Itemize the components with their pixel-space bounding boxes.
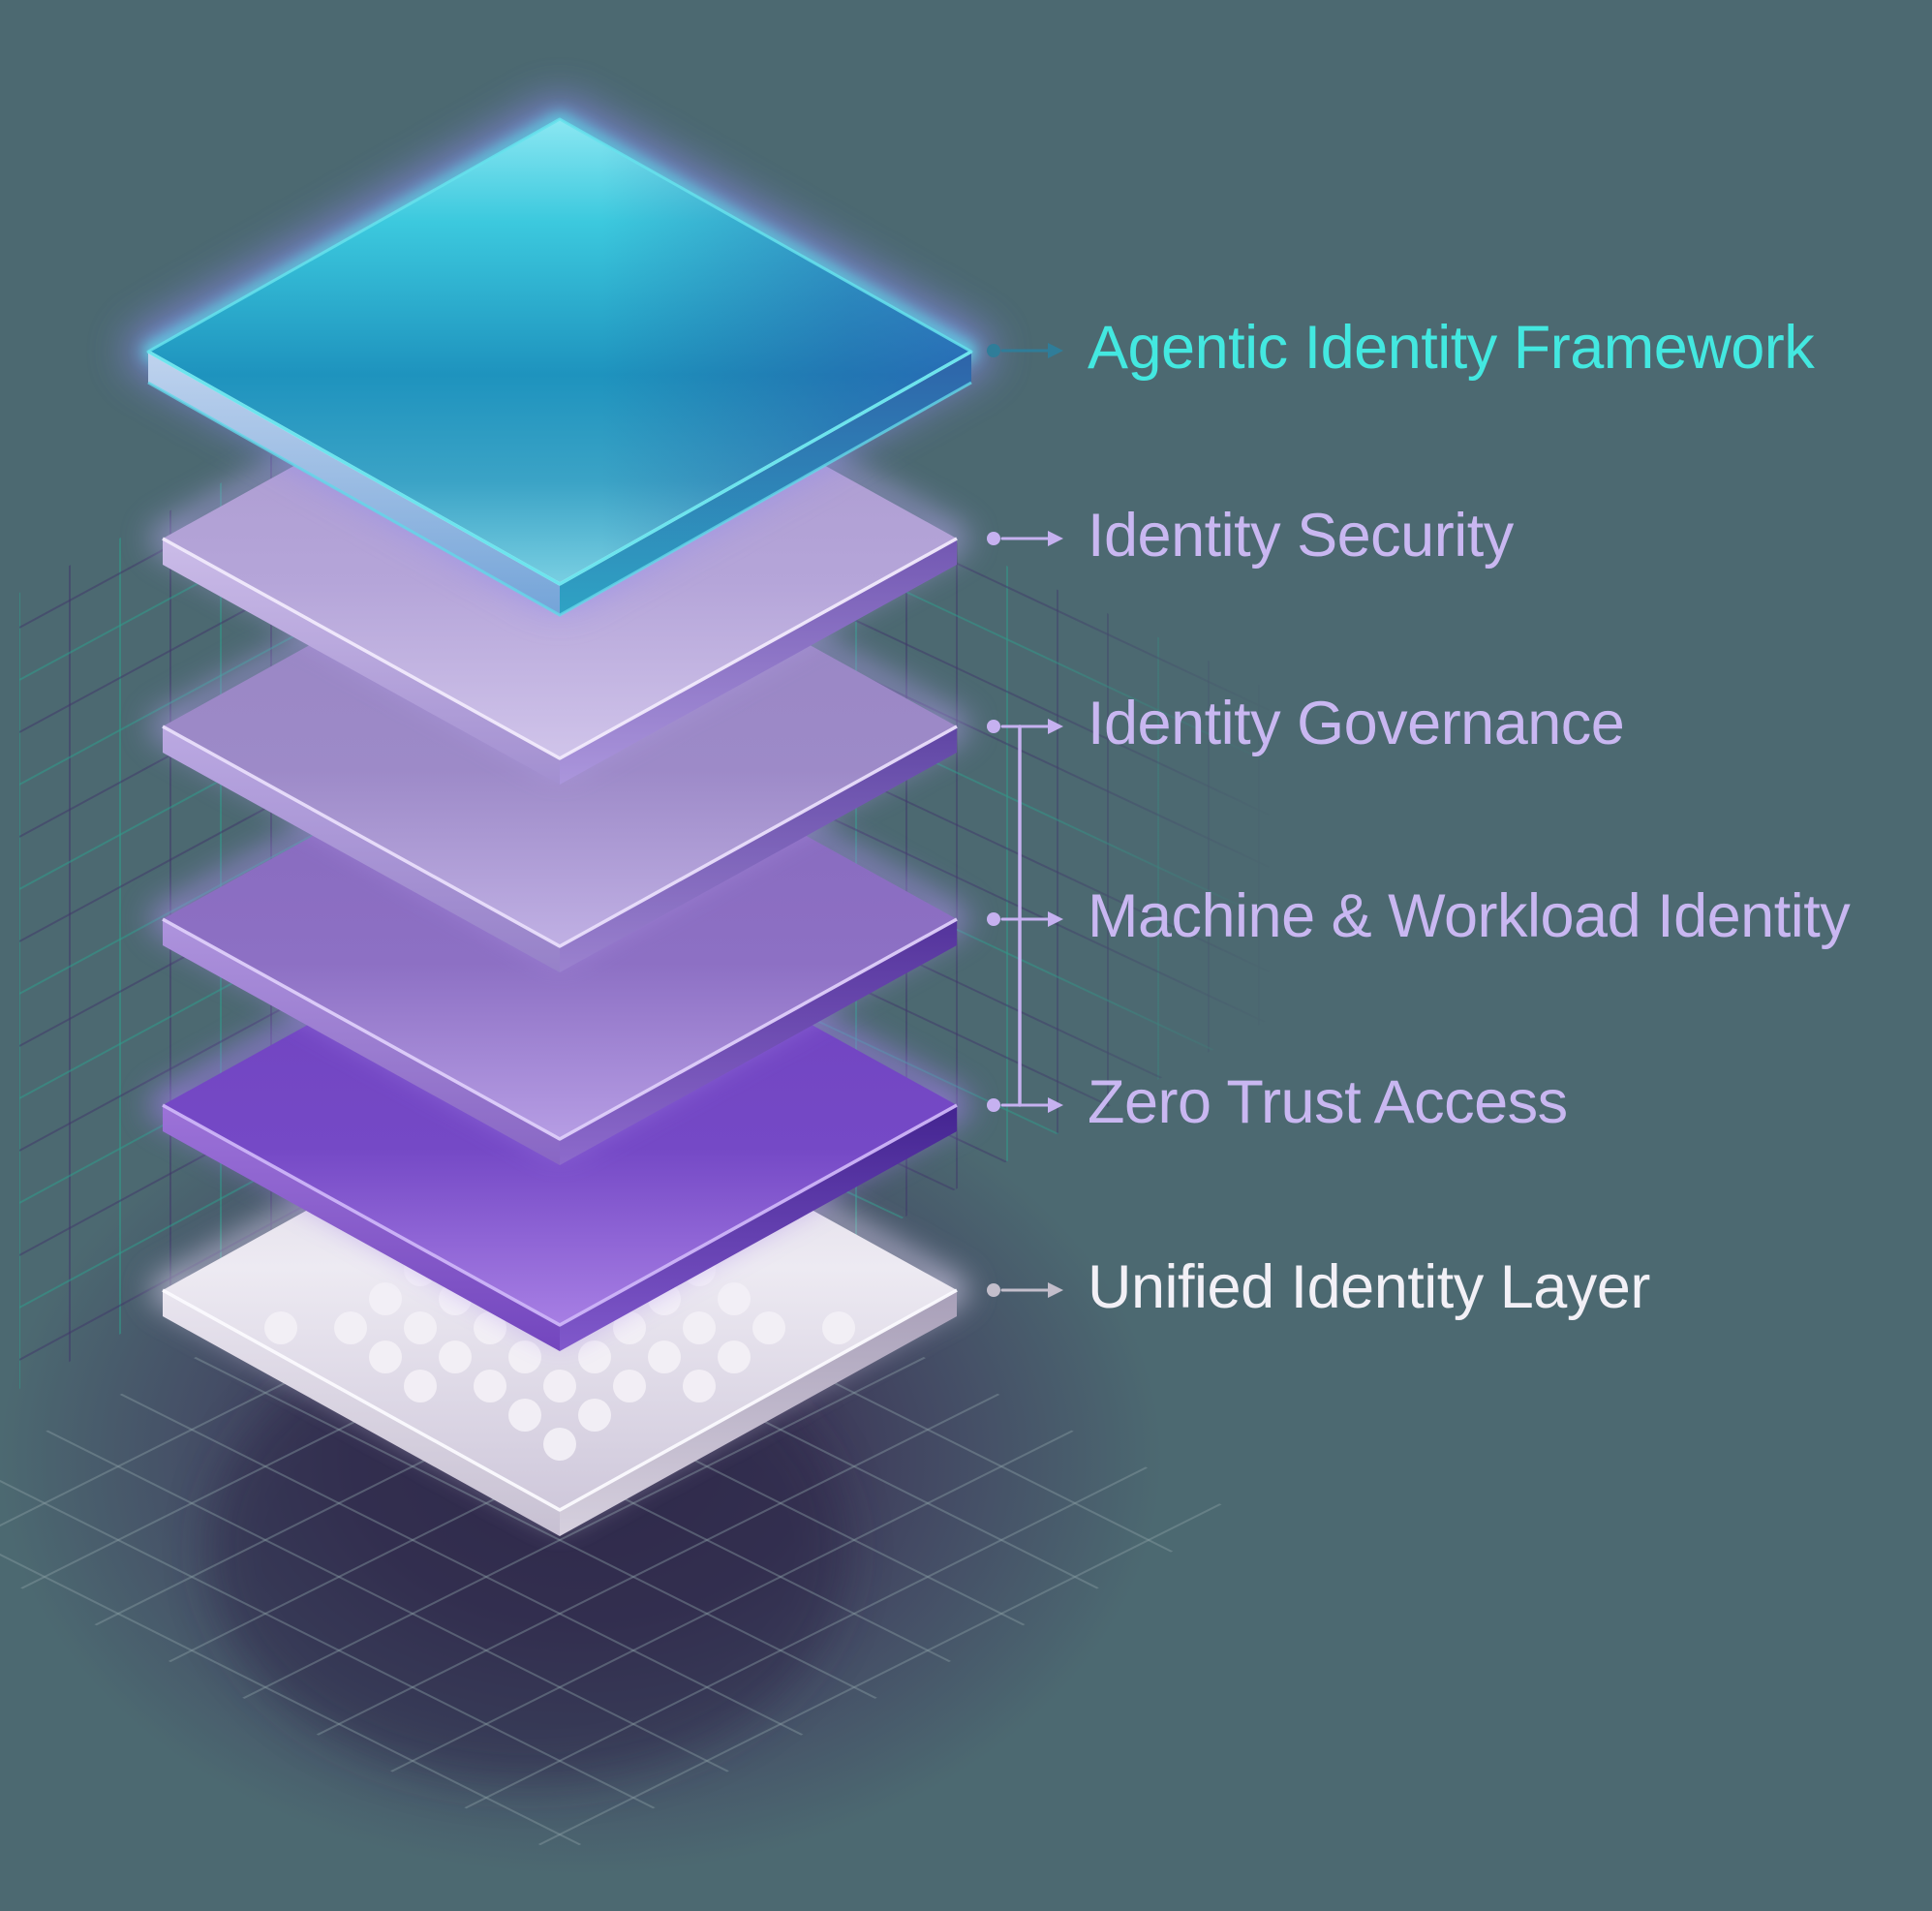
layer-agentic-identity-framework: [129, 100, 991, 617]
layer-right-face: [560, 1105, 957, 1351]
arrow-icon: [1048, 1282, 1063, 1298]
connector-dot: [987, 720, 1000, 733]
arrow-icon: [1048, 531, 1063, 546]
layer-left-face: [148, 352, 560, 615]
connector-dot: [987, 912, 1000, 926]
connector-zero-trust-access: [987, 1097, 1063, 1113]
arrow-icon: [1048, 1097, 1063, 1113]
stack-layers: [129, 100, 991, 1536]
arrow-icon: [1048, 343, 1063, 358]
connector-dot: [987, 532, 1000, 545]
label-machine-workload-identity: Machine & Workload Identity: [1088, 882, 1851, 951]
connector-agentic-identity-framework: [987, 343, 1063, 358]
layer-right-face: [560, 1290, 957, 1536]
layer-right-face: [560, 726, 957, 972]
layer-left-face: [163, 539, 560, 785]
label-zero-trust-access: Zero Trust Access: [1088, 1068, 1568, 1137]
connector-unified-identity-layer: [987, 1282, 1063, 1298]
layer-right-face: [560, 919, 957, 1165]
label-agentic-identity-framework: Agentic Identity Framework: [1088, 314, 1815, 383]
layer-left-face: [163, 726, 560, 972]
layer-left-face: [163, 1290, 560, 1536]
label-identity-governance: Identity Governance: [1088, 690, 1625, 758]
connector-dot: [987, 1283, 1000, 1297]
connectors: [987, 343, 1063, 1298]
connector-machine-workload-identity: [987, 911, 1063, 927]
layer-left-face: [163, 1105, 560, 1351]
label-identity-security: Identity Security: [1088, 502, 1514, 570]
connector-dot: [987, 344, 1000, 357]
layer-right-face: [560, 539, 957, 785]
connector-identity-security: [987, 531, 1063, 546]
layer-right-face: [560, 352, 971, 615]
label-unified-identity-layer: Unified Identity Layer: [1088, 1253, 1650, 1322]
arrow-icon: [1048, 911, 1063, 927]
arrow-icon: [1048, 719, 1063, 734]
connector-dot: [987, 1098, 1000, 1112]
connector-identity-governance: [987, 719, 1063, 734]
layer-left-face: [163, 919, 560, 1165]
